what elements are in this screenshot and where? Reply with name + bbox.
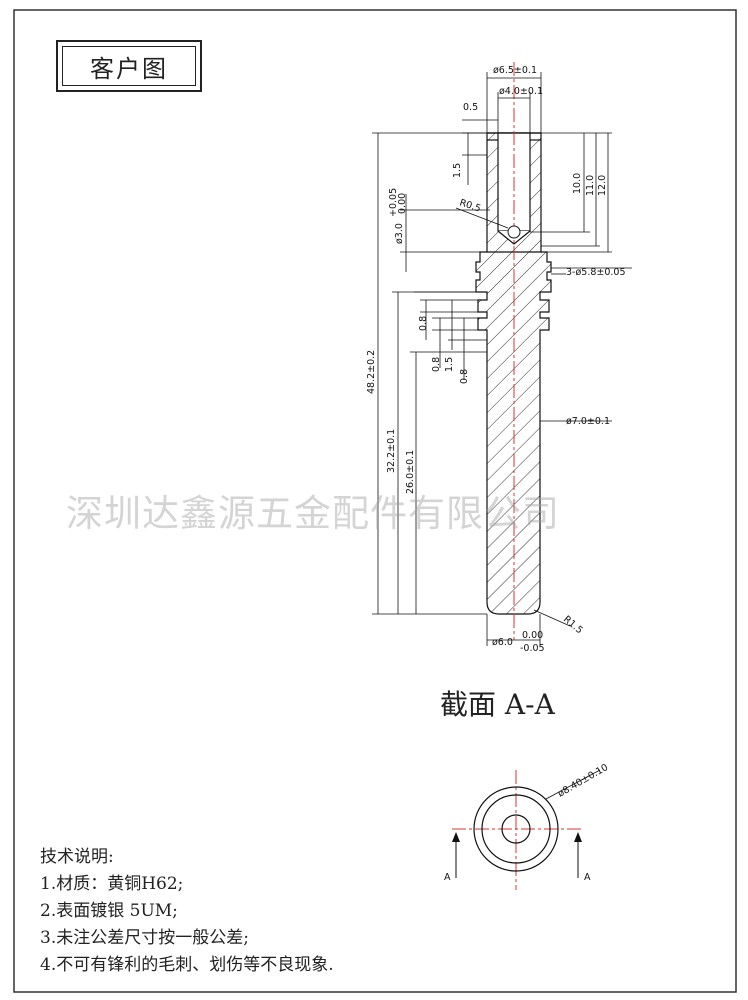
dim-len-26: 26.0±0.1 [405, 450, 416, 494]
dimension-lines [372, 72, 632, 646]
dim-len-11: 11.0 [585, 175, 596, 196]
title-text: 客户图 [62, 46, 196, 86]
dim-d-body: ø7.0±0.1 [566, 416, 610, 427]
dim-r-inner: R0.5 [458, 197, 482, 214]
note-item: 2.表面镀银 5UM; [40, 901, 178, 921]
sheet-frame [13, 9, 737, 993]
section-view: ø8.40±0.10 A A [444, 762, 610, 890]
note-item: 4.不可有锋利的毛刺、划伤等不良现象. [40, 955, 334, 975]
dim-d-inner-top: ø4.0±0.1 [499, 86, 543, 97]
notes-heading: 技术说明: [40, 847, 114, 867]
dimension-texts: ø6.5±0.1 ø4.0±0.1 0.5 1.5 10.0 11.0 12.0… [366, 65, 626, 654]
dim-len-32: 32.2±0.1 [386, 429, 397, 473]
dim-groove-w1: 0.8 [418, 316, 429, 331]
dim-total-len: 48.2±0.2 [366, 350, 377, 394]
section-mark-right: A [584, 872, 591, 883]
section-mark-left: A [444, 872, 451, 883]
dim-d-circle: ø8.40±0.10 [556, 762, 610, 800]
dim-depth: 1.5 [452, 163, 463, 178]
dim-r-end: R1.5 [561, 614, 585, 636]
dim-d-end: ø6.0 [492, 637, 513, 648]
dim-grooves: 3-ø5.8±0.05 [566, 267, 626, 278]
dim-groove-pitch: 1.5 [444, 357, 455, 372]
watermark: 深圳达鑫源五金配件有限公司 [66, 492, 560, 535]
dim-groove-w2: 0.8 [431, 357, 442, 372]
note-item: 1.材质：黄铜H62; [40, 874, 184, 894]
dim-len-10: 10.0 [572, 173, 583, 194]
technical-notes: 技术说明: 1.材质：黄铜H62; 2.表面镀银 5UM; 3.未注公差尺寸按一… [40, 844, 334, 979]
dim-hole: ø3.0 [394, 223, 405, 244]
dim-hole-tol-down: 0.00 [397, 193, 408, 214]
section-label: 截面 A-A [440, 688, 555, 721]
dim-hole-tol-up: +0.05 [388, 188, 399, 217]
dim-d-end-tol-up: 0.00 [522, 630, 543, 641]
title-box: 客户图 [56, 40, 202, 92]
dim-groove-w3: 0.8 [459, 369, 470, 384]
dim-len-12: 12.0 [597, 175, 608, 196]
dim-chamfer: 0.5 [463, 102, 478, 113]
dim-d-end-tol-down: -0.05 [520, 643, 545, 654]
dim-d-outer-top: ø6.5±0.1 [493, 65, 537, 76]
note-item: 3.未注公差尺寸按一般公差; [40, 928, 249, 948]
cross-hole [507, 225, 521, 239]
